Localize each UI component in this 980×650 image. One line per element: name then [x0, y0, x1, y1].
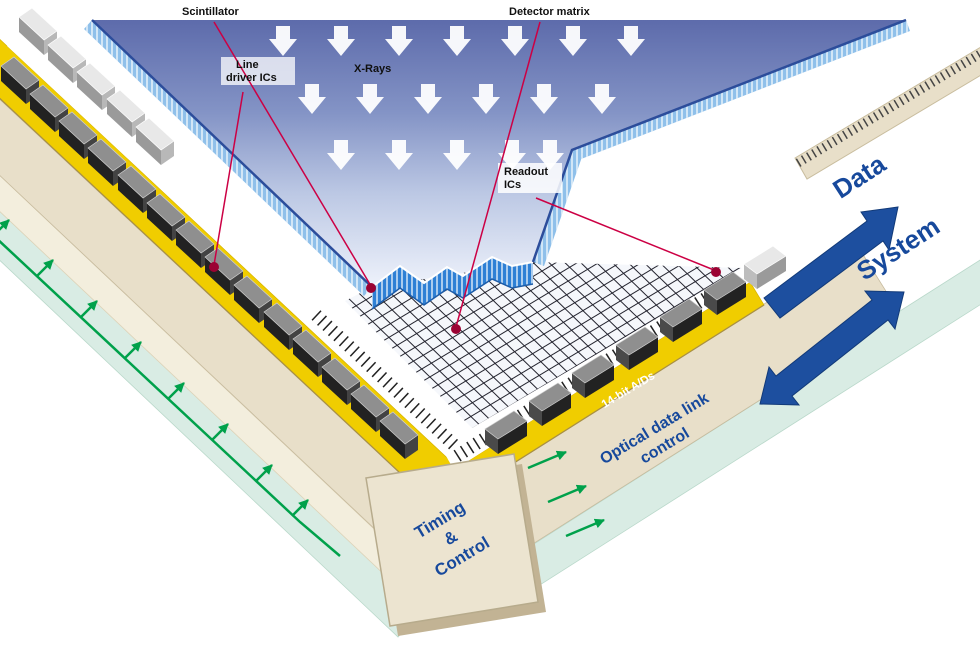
glass-edges — [84, 18, 910, 296]
green-arrow — [167, 382, 185, 400]
scintillator-highlight — [371, 255, 534, 288]
scintillator-callout-line — [213, 21, 372, 287]
scintillator-shadow — [371, 278, 534, 310]
right-seam-line — [467, 304, 765, 493]
green-arrow — [124, 341, 142, 359]
readout-callout-dot — [711, 267, 721, 277]
timing-control-box: Timing & Control — [365, 453, 546, 636]
readout-label-plate — [498, 163, 562, 193]
green-arrow — [36, 259, 54, 277]
green-bus-line — [0, 239, 341, 557]
glass-edge-right-b-hatch — [533, 150, 583, 266]
green-arrow — [565, 518, 605, 538]
detector-matrix-callout-dot — [451, 324, 461, 334]
line-driver-label-line1: Line — [236, 59, 259, 71]
detector-matrix-label-plate — [505, 4, 605, 19]
glass-edge-left-hatch — [84, 20, 372, 296]
scintillator-label-plate — [178, 4, 250, 19]
line-driver-label-line2: driver ICs — [226, 72, 277, 84]
timing-box — [365, 453, 539, 627]
data-arrow — [763, 206, 899, 319]
readout-callout-line — [535, 197, 715, 271]
green-arrow — [211, 423, 229, 441]
scintillator-callout-dot — [366, 283, 376, 293]
line-driver-callout-line — [213, 91, 244, 266]
mesh-lines-b — [345, 262, 742, 428]
green-arrow — [527, 450, 567, 470]
line-driver-callout-dot — [209, 262, 219, 272]
readout-label-line1: Readout — [504, 166, 548, 178]
far-edge-ticks — [795, 48, 980, 167]
callouts: Scintillator Detector matrix X-Rays Line… — [178, 4, 721, 334]
scintillator-label: Scintillator — [182, 6, 240, 18]
detector-mesh — [345, 262, 742, 428]
left-ruler-ticks — [311, 310, 459, 450]
green-arrow — [291, 499, 309, 517]
green-arrow — [0, 219, 10, 231]
green-control-arrows — [0, 219, 605, 557]
glass-edge-right-a-hatch — [572, 20, 910, 161]
scintillator-edge — [371, 255, 534, 310]
readout-label-line2: ICs — [504, 179, 521, 191]
green-arrow — [255, 464, 273, 482]
glass-edge-right-line — [531, 18, 907, 263]
system-arrow — [759, 290, 905, 406]
xrays-label: X-Rays — [354, 63, 391, 75]
left-seam-line — [0, 97, 431, 502]
far-edge-ruler — [794, 46, 980, 180]
line-driver-label-plate — [221, 57, 295, 85]
detector-matrix-callout-line — [455, 21, 541, 328]
detector-matrix-label: Detector matrix — [509, 6, 591, 18]
green-arrow — [547, 484, 587, 504]
green-arrow — [80, 300, 98, 318]
